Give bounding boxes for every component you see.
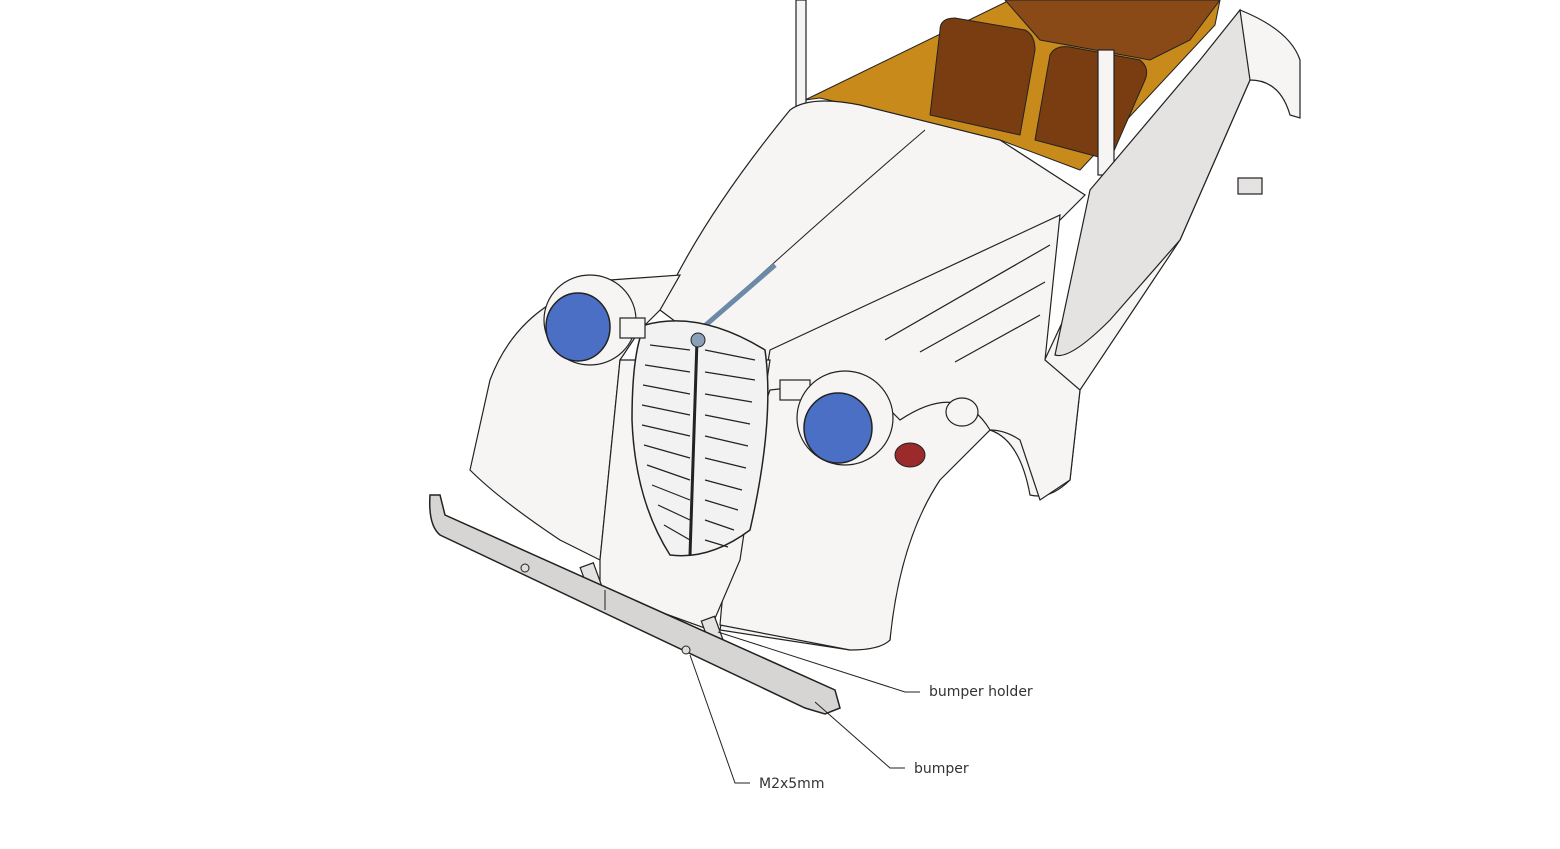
grille: [631, 320, 769, 557]
windscreen-post: [795, 0, 807, 111]
side-lamp: [894, 442, 926, 468]
bumper-top-edge: [444, 514, 836, 691]
tail-stub: [1237, 177, 1263, 195]
headlight-left: [543, 274, 646, 366]
grille-slats: [641, 339, 756, 556]
seat-left: [929, 17, 1036, 136]
side-mirror: [945, 397, 979, 427]
label-screw: M2x5mm: [759, 776, 825, 792]
badge: [690, 332, 706, 348]
hood-vents: [884, 244, 1051, 363]
screw: [520, 563, 530, 573]
roll-bar: [1097, 49, 1115, 176]
seat-back: [1004, 0, 1221, 61]
leader-bumper: [814, 701, 905, 769]
headlight-right: [779, 370, 894, 466]
label-bumper-holder: bumper holder: [929, 684, 1033, 700]
screw: [681, 645, 691, 655]
hood-ornament: [698, 263, 777, 332]
label-bumper: bumper: [914, 761, 969, 777]
seat-right: [1034, 46, 1148, 161]
leader-screw: [689, 654, 750, 784]
side-door: [1054, 8, 1251, 357]
leader-bumper-holder: [717, 631, 920, 693]
